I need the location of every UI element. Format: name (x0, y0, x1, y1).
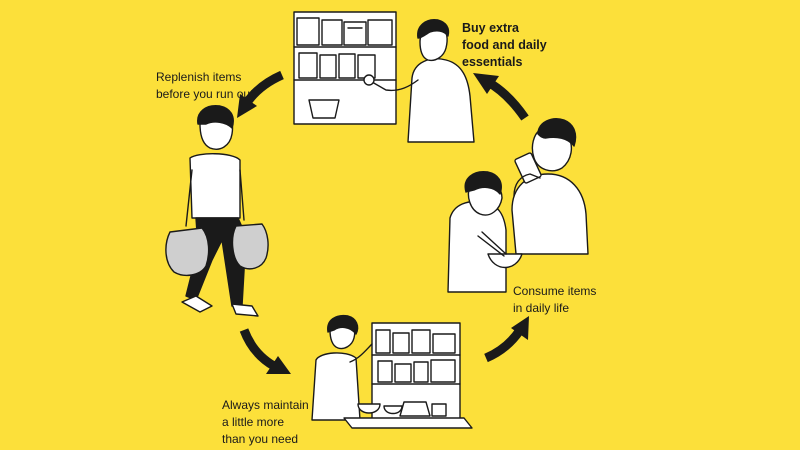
shelf-shopping-illustration (293, 11, 475, 143)
caption-line: Replenish items (156, 70, 242, 84)
caption-line: in daily life (513, 301, 570, 315)
pantry-illustration (311, 314, 473, 429)
cycle-arrows (237, 70, 529, 374)
caption-line: a little more (222, 415, 285, 429)
arrow-icon (239, 328, 291, 374)
caption-line: essentials (462, 55, 523, 69)
caption-line: before you run out (156, 87, 254, 101)
drinking-figure (511, 118, 589, 255)
caption-line: Buy extra (462, 21, 519, 35)
eating-figure (447, 171, 523, 293)
caption-replenish: Replenish items before you run out (156, 69, 253, 103)
shopper-figure (363, 19, 475, 143)
caption-line: food and daily (462, 38, 547, 52)
caption-line: Consume items (513, 284, 597, 298)
counter-table (343, 401, 473, 429)
caption-maintain: Always maintain a little more than you n… (222, 397, 309, 448)
walking-shopper-figure (165, 105, 269, 317)
pantry-person-figure (311, 314, 373, 421)
caption-line: Always maintain (222, 398, 309, 412)
arrow-icon (473, 73, 529, 121)
arrow-icon (237, 70, 284, 118)
arrow-icon (484, 316, 529, 363)
caption-buy-extra: Buy extra food and daily essentials (462, 20, 547, 71)
store-shelf (293, 11, 397, 125)
caption-line: than you need (222, 432, 299, 446)
caption-consume: Consume items in daily life (513, 283, 596, 317)
